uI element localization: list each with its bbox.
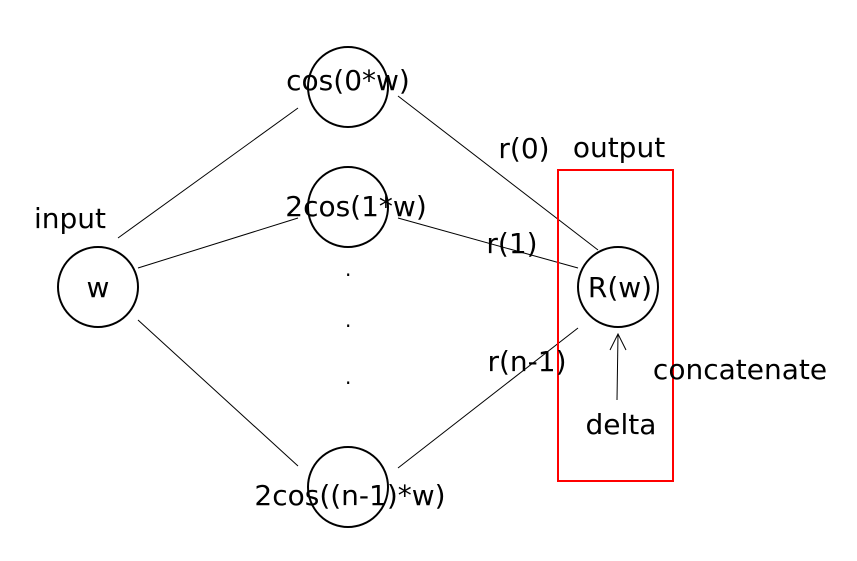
- input-label: input: [34, 202, 106, 235]
- ellipsis-dot-1: .: [345, 257, 351, 281]
- edge-label-r1: r(1): [486, 227, 537, 260]
- node-cosn-label: 2cos((n-1)*w): [254, 479, 445, 512]
- output-box: [557, 169, 674, 482]
- edge-w-to-cos0: [117, 107, 299, 239]
- node-rw-circle: [577, 246, 659, 328]
- node-cos0-circle: [307, 46, 389, 128]
- delta-label: delta: [586, 408, 657, 441]
- ellipsis-dot-2: .: [345, 308, 351, 332]
- concatenate-label: concatenate: [653, 353, 827, 386]
- edge-cos0-to-rw: [397, 95, 599, 251]
- edge-w-to-cos1: [137, 217, 299, 269]
- node-w-label: w: [87, 271, 110, 304]
- output-label: output: [573, 131, 665, 164]
- ellipsis-dot-3: .: [345, 365, 351, 389]
- edge-label-r0: r(0): [498, 132, 549, 165]
- edge-cosn-to-rw: [397, 327, 579, 469]
- edge-cos1-to-rw: [397, 217, 579, 269]
- edge-w-to-cosn: [137, 319, 299, 467]
- node-cosn-circle: [307, 446, 389, 528]
- edge-label-rn: r(n-1): [487, 345, 566, 378]
- node-cos0-label: cos(0*w): [286, 64, 410, 97]
- node-rw-label: R(w): [588, 271, 652, 304]
- node-cos1-label: 2cos(1*w): [285, 190, 427, 223]
- delta-arrow: [609, 332, 627, 401]
- node-w-circle: [57, 246, 139, 328]
- node-cos1-circle: [307, 166, 389, 248]
